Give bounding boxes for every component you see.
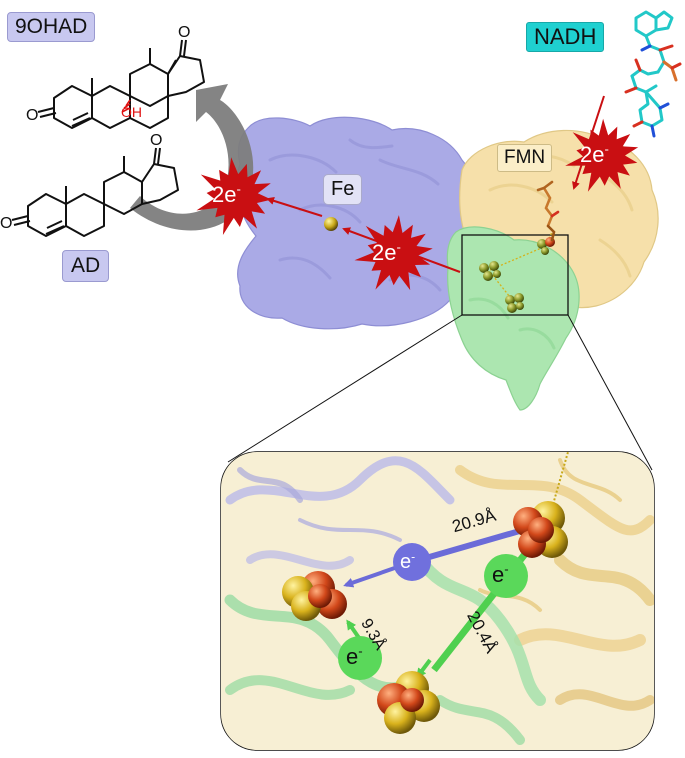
flavin-label: FMN: [497, 144, 553, 172]
oxygenase-surface: [235, 116, 475, 330]
flavin-label-text: FMN: [504, 147, 546, 168]
electron-burst-right: [565, 118, 639, 192]
hydroxyl-label: OH: [121, 104, 142, 120]
electron-burst-left-label: 2e-: [212, 182, 241, 208]
fmn-stick-model-icon: [536, 180, 560, 242]
oxygen-text: O: [0, 215, 13, 232]
zoom-line-right: [567, 314, 653, 471]
electron-green-right-label: e-: [492, 562, 509, 588]
electron-blue-text: e-: [400, 549, 416, 573]
oxygen-ad-ketone: O: [150, 132, 162, 150]
electron-burst-right-label: 2e-: [580, 142, 609, 168]
cofactor-label-text: NADH: [534, 24, 597, 49]
cofactor-label: NADH: [526, 22, 605, 52]
reductase-fd-surface: [446, 226, 580, 411]
electron-green-left-text: e-: [346, 644, 363, 670]
electron-green-circle-right: [484, 554, 528, 598]
zoom-line-left: [227, 314, 463, 463]
nadh-stick-model-icon: [624, 10, 682, 138]
electron-arrow-fe-to-substrate: [266, 196, 323, 217]
oxygen-9ohad-enone: O: [26, 107, 38, 125]
zoom-region-box: [461, 234, 569, 316]
oxygen-ad-enone: O: [0, 215, 12, 233]
iron-atom: [324, 217, 338, 231]
iron-label-text: Fe: [331, 178, 355, 200]
electron-burst-left: [196, 157, 272, 235]
electron-burst-right-text: 2e-: [580, 142, 609, 168]
product-label: 9OHAD: [7, 12, 96, 42]
ad-structure: [11, 147, 179, 237]
electron-green-right-text: e-: [492, 562, 509, 588]
oxygen-text: O: [26, 107, 39, 124]
hydroxyl-text: OH: [121, 104, 142, 120]
electron-green-circle-left: [338, 636, 382, 680]
substrate-label: AD: [62, 250, 110, 282]
9ohad-structure: [37, 39, 205, 129]
electron-blue-circle: [393, 543, 431, 581]
electron-blue-label: e-: [400, 549, 415, 574]
electron-burst-middle-label: 2e-: [372, 240, 401, 266]
electron-burst-left-text: 2e-: [212, 182, 241, 208]
zoom-inset: [220, 451, 655, 751]
oxygen-9ohad-ketone: O: [178, 24, 190, 42]
electron-burst-middle: [354, 215, 433, 291]
oxygen-text: O: [150, 132, 163, 149]
oxygen-text: O: [178, 24, 191, 41]
iron-label: Fe: [323, 174, 363, 205]
electron-burst-middle-text: 2e-: [372, 240, 401, 266]
electron-green-left-label: e-: [346, 644, 363, 670]
substrate-label-text: AD: [71, 254, 101, 277]
product-label-text: 9OHAD: [15, 15, 88, 38]
